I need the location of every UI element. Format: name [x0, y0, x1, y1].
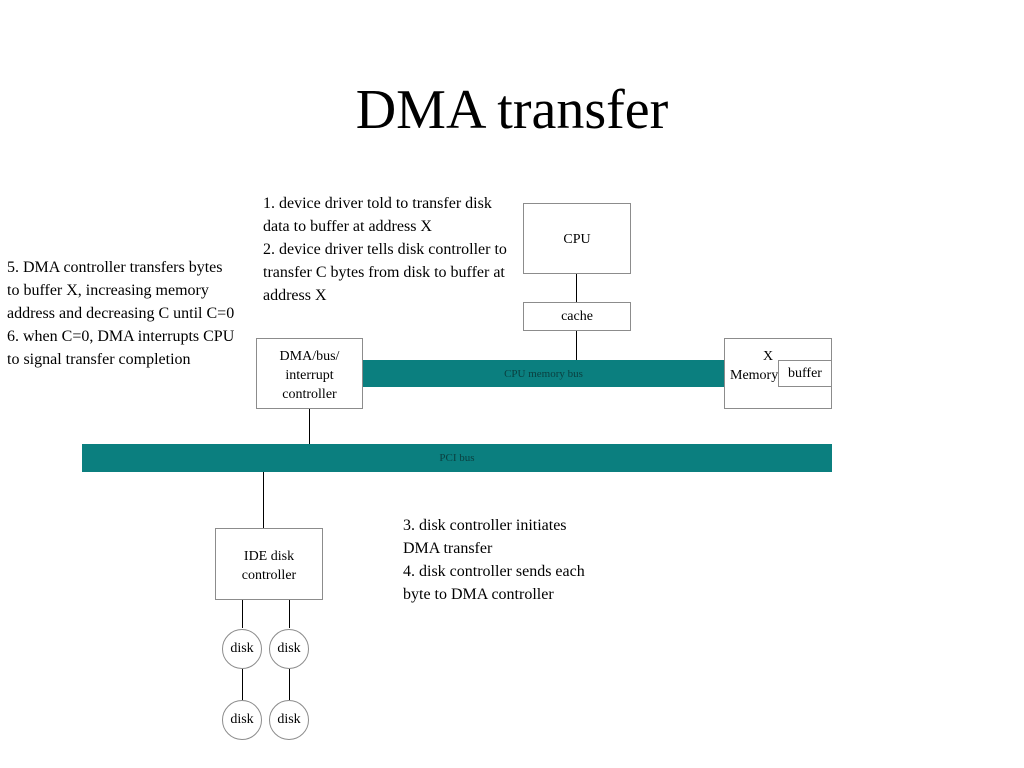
dma-controller-box: DMA/bus/ interrupt controller: [256, 338, 363, 409]
buffer-box: buffer: [778, 360, 832, 387]
cpu-box: CPU: [523, 203, 631, 274]
slide-title: DMA transfer: [355, 79, 669, 141]
memory-label: Memory: [730, 368, 779, 383]
note-steps-1-2: 1. device driver told to transfer disk d…: [263, 195, 507, 304]
pci-bus: PCI bus: [82, 444, 832, 472]
ide-disk-connector-right: [289, 599, 290, 628]
disk-chain-connector-left: [242, 669, 243, 700]
cpu-memory-bus-label: CPU memory bus: [504, 367, 583, 380]
ide-controller-box: IDE disk controller: [215, 528, 323, 600]
note-steps-5-6: 5. DMA controller transfers bytes to buf…: [7, 259, 235, 368]
cache-label: cache: [561, 309, 593, 324]
cache-bus-connector: [576, 331, 577, 360]
memory-x-label: X: [763, 349, 774, 364]
disk-bottom-left: disk: [222, 700, 262, 740]
cpu-cache-connector: [576, 274, 577, 302]
disk-bottom-right: disk: [269, 700, 309, 740]
disk-top-right: disk: [269, 629, 309, 669]
cpu-memory-bus: CPU memory bus: [362, 360, 725, 387]
note-steps-3-4: 3. disk controller initiates DMA transfe…: [403, 517, 585, 603]
pci-bus-label: PCI bus: [439, 452, 475, 464]
cache-box: cache: [523, 302, 631, 331]
buffer-label: buffer: [788, 366, 822, 381]
cpu-label: CPU: [563, 232, 591, 247]
disk-top-left: disk: [222, 629, 262, 669]
dma-pci-connector: [309, 408, 310, 444]
ide-disk-connector-left: [242, 599, 243, 628]
disk-chain-connector-right: [289, 669, 290, 700]
memory-box: X Memory buffer: [724, 338, 832, 409]
pci-ide-connector: [263, 472, 264, 529]
